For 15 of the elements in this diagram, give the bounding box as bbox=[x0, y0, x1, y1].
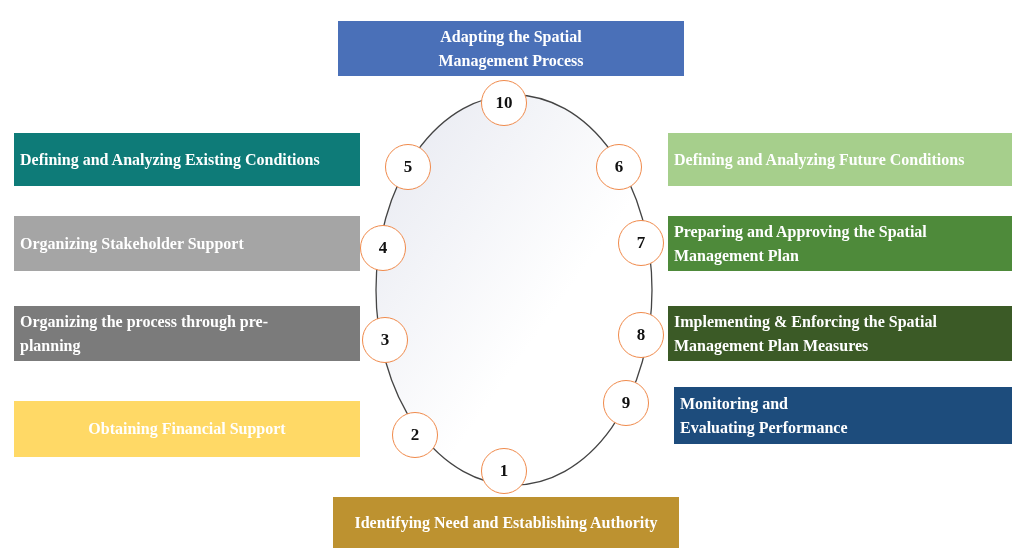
step-number-circle: 10 bbox=[481, 80, 527, 126]
step-box: Adapting the Spatial Management Process bbox=[338, 21, 684, 76]
step-box: Monitoring and Evaluating Performance bbox=[674, 387, 1012, 444]
step-box: Obtaining Financial Support bbox=[14, 401, 360, 457]
step-box: Preparing and Approving the Spatial Management Plan bbox=[668, 216, 1012, 271]
step-number-circle: 4 bbox=[360, 225, 406, 271]
step-box: Organizing the process through pre-planning bbox=[14, 306, 360, 361]
step-box: Defining and Analyzing Future Conditions bbox=[668, 133, 1012, 186]
step-number-circle: 5 bbox=[385, 144, 431, 190]
step-box: Implementing & Enforcing the Spatial Management Plan Measures bbox=[668, 306, 1012, 361]
step-box: Defining and Analyzing Existing Conditions bbox=[14, 133, 360, 186]
step-number-circle: 2 bbox=[392, 412, 438, 458]
step-box: Identifying Need and Establishing Authority bbox=[333, 497, 679, 548]
step-number-circle: 3 bbox=[362, 317, 408, 363]
step-box: Organizing Stakeholder Support bbox=[14, 216, 360, 271]
